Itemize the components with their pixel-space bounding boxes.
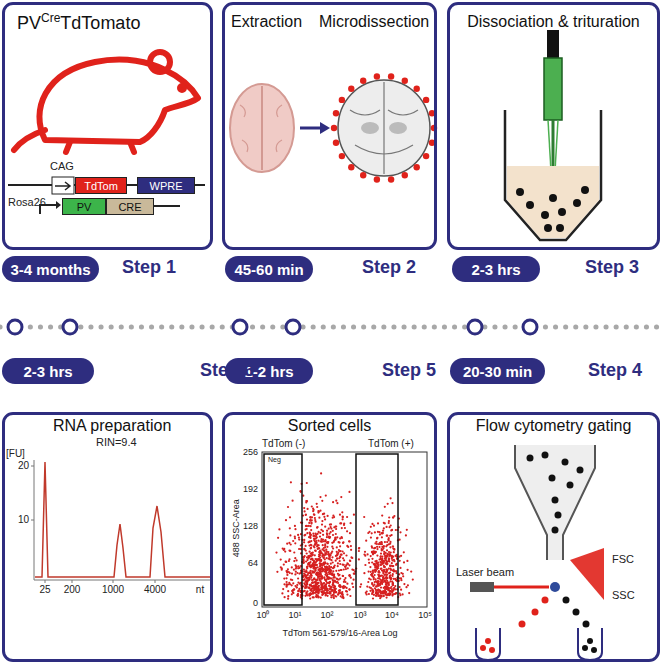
tube bbox=[505, 110, 601, 240]
step-panel: Dissociation & trituration bbox=[447, 2, 660, 250]
time-pill: 2-3 hrs bbox=[452, 256, 540, 282]
panel-heading: Flow cytometry gating bbox=[476, 417, 632, 435]
gene-label: TdTom bbox=[84, 180, 118, 192]
chart-label: RIN=9.4 bbox=[96, 436, 137, 449]
arrow bbox=[300, 122, 330, 134]
scatter-plot bbox=[262, 452, 427, 607]
time-pill: 45-60 min bbox=[225, 256, 313, 282]
duration-label: 2-3 hrs bbox=[23, 363, 72, 380]
step-panel: PVCreTdTomatoTdTomWPREPVCRE bbox=[2, 2, 213, 250]
chart-label: 64 bbox=[248, 558, 258, 568]
panel-heading: TdTomato bbox=[60, 13, 140, 33]
gene-element: CRE bbox=[106, 198, 154, 215]
chart-label: 4000 bbox=[144, 584, 166, 596]
panel-heading: RNA preparation bbox=[53, 417, 171, 435]
duration-label: 45-60 min bbox=[234, 261, 303, 278]
chart-label: TdTom (+) bbox=[368, 438, 414, 450]
electropherogram bbox=[31, 460, 212, 583]
chart-label: [FU] bbox=[6, 448, 25, 460]
gene-label: PV bbox=[77, 201, 92, 213]
step-label: Step 6 bbox=[200, 360, 254, 381]
panel-heading: Microdissection bbox=[319, 13, 429, 31]
chart-label: 25 bbox=[39, 584, 50, 596]
time-pill: 3-4 months bbox=[2, 256, 99, 282]
step-label: Step 2 bbox=[362, 257, 416, 278]
duration-label: 20-30 min bbox=[463, 363, 532, 380]
panel-heading: Extraction bbox=[231, 13, 302, 31]
step-panel: Flow cytometry gating bbox=[447, 412, 660, 662]
gene-label: CRE bbox=[118, 201, 141, 213]
chart-label: CAG bbox=[50, 160, 74, 173]
step-panel: RNA preparation bbox=[2, 412, 213, 662]
chart-label: FSC bbox=[612, 553, 634, 566]
chart-label: Neg bbox=[267, 456, 282, 464]
strain-name: PVCreTdTomato bbox=[17, 11, 140, 34]
step-label: Step 5 bbox=[382, 360, 436, 381]
chart-label: 0 bbox=[253, 598, 258, 608]
chart-label: 192 bbox=[243, 484, 258, 494]
chart-label: SSC bbox=[612, 589, 635, 602]
gene-element: TdTom bbox=[75, 177, 127, 194]
chart-label: 10⁰ bbox=[256, 610, 269, 620]
step-label: Step 1 bbox=[122, 257, 176, 278]
brain bbox=[230, 84, 294, 172]
chart-label: 488 SSC-Area bbox=[231, 499, 241, 557]
panel-heading: PV bbox=[17, 13, 41, 33]
chart-label: 128 bbox=[243, 521, 258, 531]
chart-label: Laser beam bbox=[456, 566, 514, 579]
gene-element: WPRE bbox=[137, 177, 195, 194]
mouse-outline bbox=[14, 52, 198, 152]
chart-label: 10³ bbox=[353, 610, 366, 620]
time-pill: 20-30 min bbox=[450, 358, 545, 384]
step-label: Step 3 bbox=[585, 257, 639, 278]
step-label: Step 4 bbox=[588, 360, 642, 381]
time-pill: 2-3 hrs bbox=[2, 358, 94, 384]
chart-label: 10 bbox=[18, 514, 29, 526]
chart-label: 20 bbox=[18, 460, 29, 472]
chart-label: TdTom 561-579/16-Area Log bbox=[282, 628, 397, 638]
gene-construct bbox=[8, 177, 205, 214]
panel-heading: Sorted cells bbox=[288, 417, 372, 435]
duration-label: 3-4 months bbox=[10, 261, 90, 278]
brain-section bbox=[331, 73, 437, 182]
step-panel: Extraction Microdissection bbox=[222, 2, 437, 250]
chart-label: 256 bbox=[243, 447, 258, 457]
chart-label: 10¹ bbox=[288, 610, 301, 620]
timeline bbox=[0, 325, 664, 330]
gene-label: WPRE bbox=[150, 180, 183, 192]
chart-label: 1000 bbox=[102, 584, 124, 596]
gene-element: PV bbox=[62, 198, 106, 215]
chart-label: 10⁵ bbox=[418, 610, 432, 620]
flow-nozzle bbox=[470, 445, 604, 660]
timeline-dots bbox=[8, 320, 537, 334]
chart-label: nt bbox=[196, 584, 204, 596]
chart-label: TdTom (-) bbox=[262, 438, 305, 450]
duration-label: 2-3 hrs bbox=[471, 261, 520, 278]
chart-label: 10² bbox=[320, 610, 333, 620]
chart-label: 200 bbox=[64, 584, 81, 596]
chart-label: Rosa26 bbox=[8, 196, 46, 209]
chart-label: 10⁴ bbox=[385, 610, 399, 620]
panel-heading: Cre bbox=[41, 11, 60, 25]
panel-heading: Dissociation & trituration bbox=[467, 13, 640, 31]
